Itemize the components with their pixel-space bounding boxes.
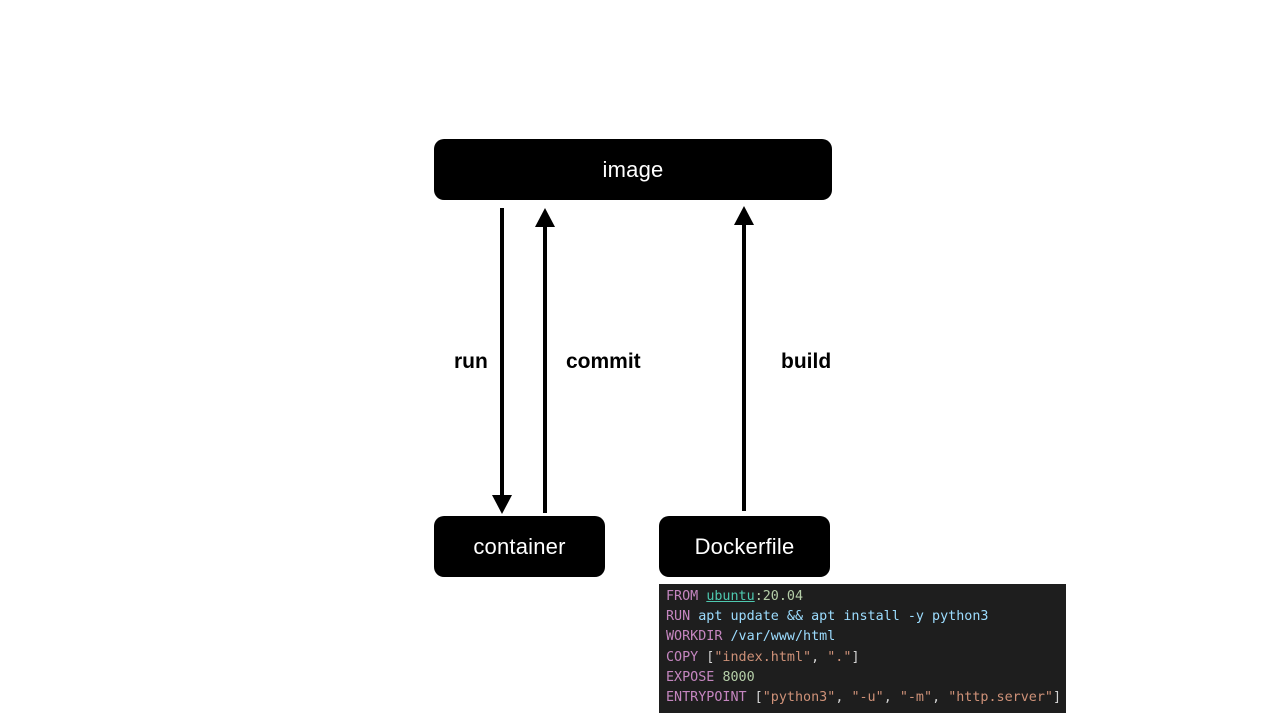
code-line: ENTRYPOINT ["python3", "-u", "-m", "http… — [666, 688, 1066, 708]
code-token: ] — [851, 649, 860, 665]
code-line: WORKDIR /var/www/html — [666, 627, 1066, 647]
code-token: apt update && apt install -y python3 — [690, 609, 989, 625]
code-token: COPY — [666, 649, 699, 665]
code-token: , — [932, 689, 949, 705]
code-token: :20.04 — [754, 589, 804, 604]
code-token: , — [835, 689, 852, 705]
run-arrow — [492, 208, 512, 514]
code-token: ENTRYPOINT — [666, 689, 747, 705]
code-token: RUN — [666, 609, 691, 625]
build-arrow — [734, 206, 754, 511]
code-token: , — [811, 649, 828, 665]
code-token: [ — [746, 689, 763, 705]
code-token: 8000 — [722, 669, 755, 685]
code-line: COPY ["index.html", "."] — [666, 648, 1066, 668]
code-line: EXPOSE 8000 — [666, 668, 1066, 688]
code-token: [ — [698, 649, 715, 665]
code-token: "-m" — [899, 689, 933, 705]
code-token: "-u" — [851, 689, 884, 705]
image-node: image — [434, 139, 832, 200]
commit-label: commit — [566, 350, 641, 373]
build-label: build — [781, 350, 832, 373]
code-token: "python3" — [762, 689, 836, 705]
code-token: EXPOSE — [666, 669, 715, 685]
code-token: "." — [827, 649, 852, 665]
commit-arrow — [535, 208, 555, 513]
code-token: , — [883, 689, 900, 705]
code-token: /var/www/html — [722, 629, 836, 645]
dockerfile-node: Dockerfile — [659, 516, 830, 577]
code-token: WORKDIR — [666, 629, 723, 645]
code-token: "http.server" — [948, 689, 1053, 705]
code-line: FROM ubuntu:20.04 — [666, 587, 1066, 607]
container-node: container — [434, 516, 605, 577]
code-token: ] — [1053, 689, 1062, 705]
code-token: ubuntu — [706, 589, 755, 604]
code-token: FROM — [666, 589, 699, 604]
container-node-label: container — [473, 533, 566, 559]
code-token: "index.html" — [714, 649, 812, 665]
run-label: run — [454, 350, 488, 373]
dockerfile-node-label: Dockerfile — [694, 533, 795, 559]
code-line: RUN apt update && apt install -y python3 — [666, 607, 1066, 627]
image-node-label: image — [602, 156, 664, 182]
